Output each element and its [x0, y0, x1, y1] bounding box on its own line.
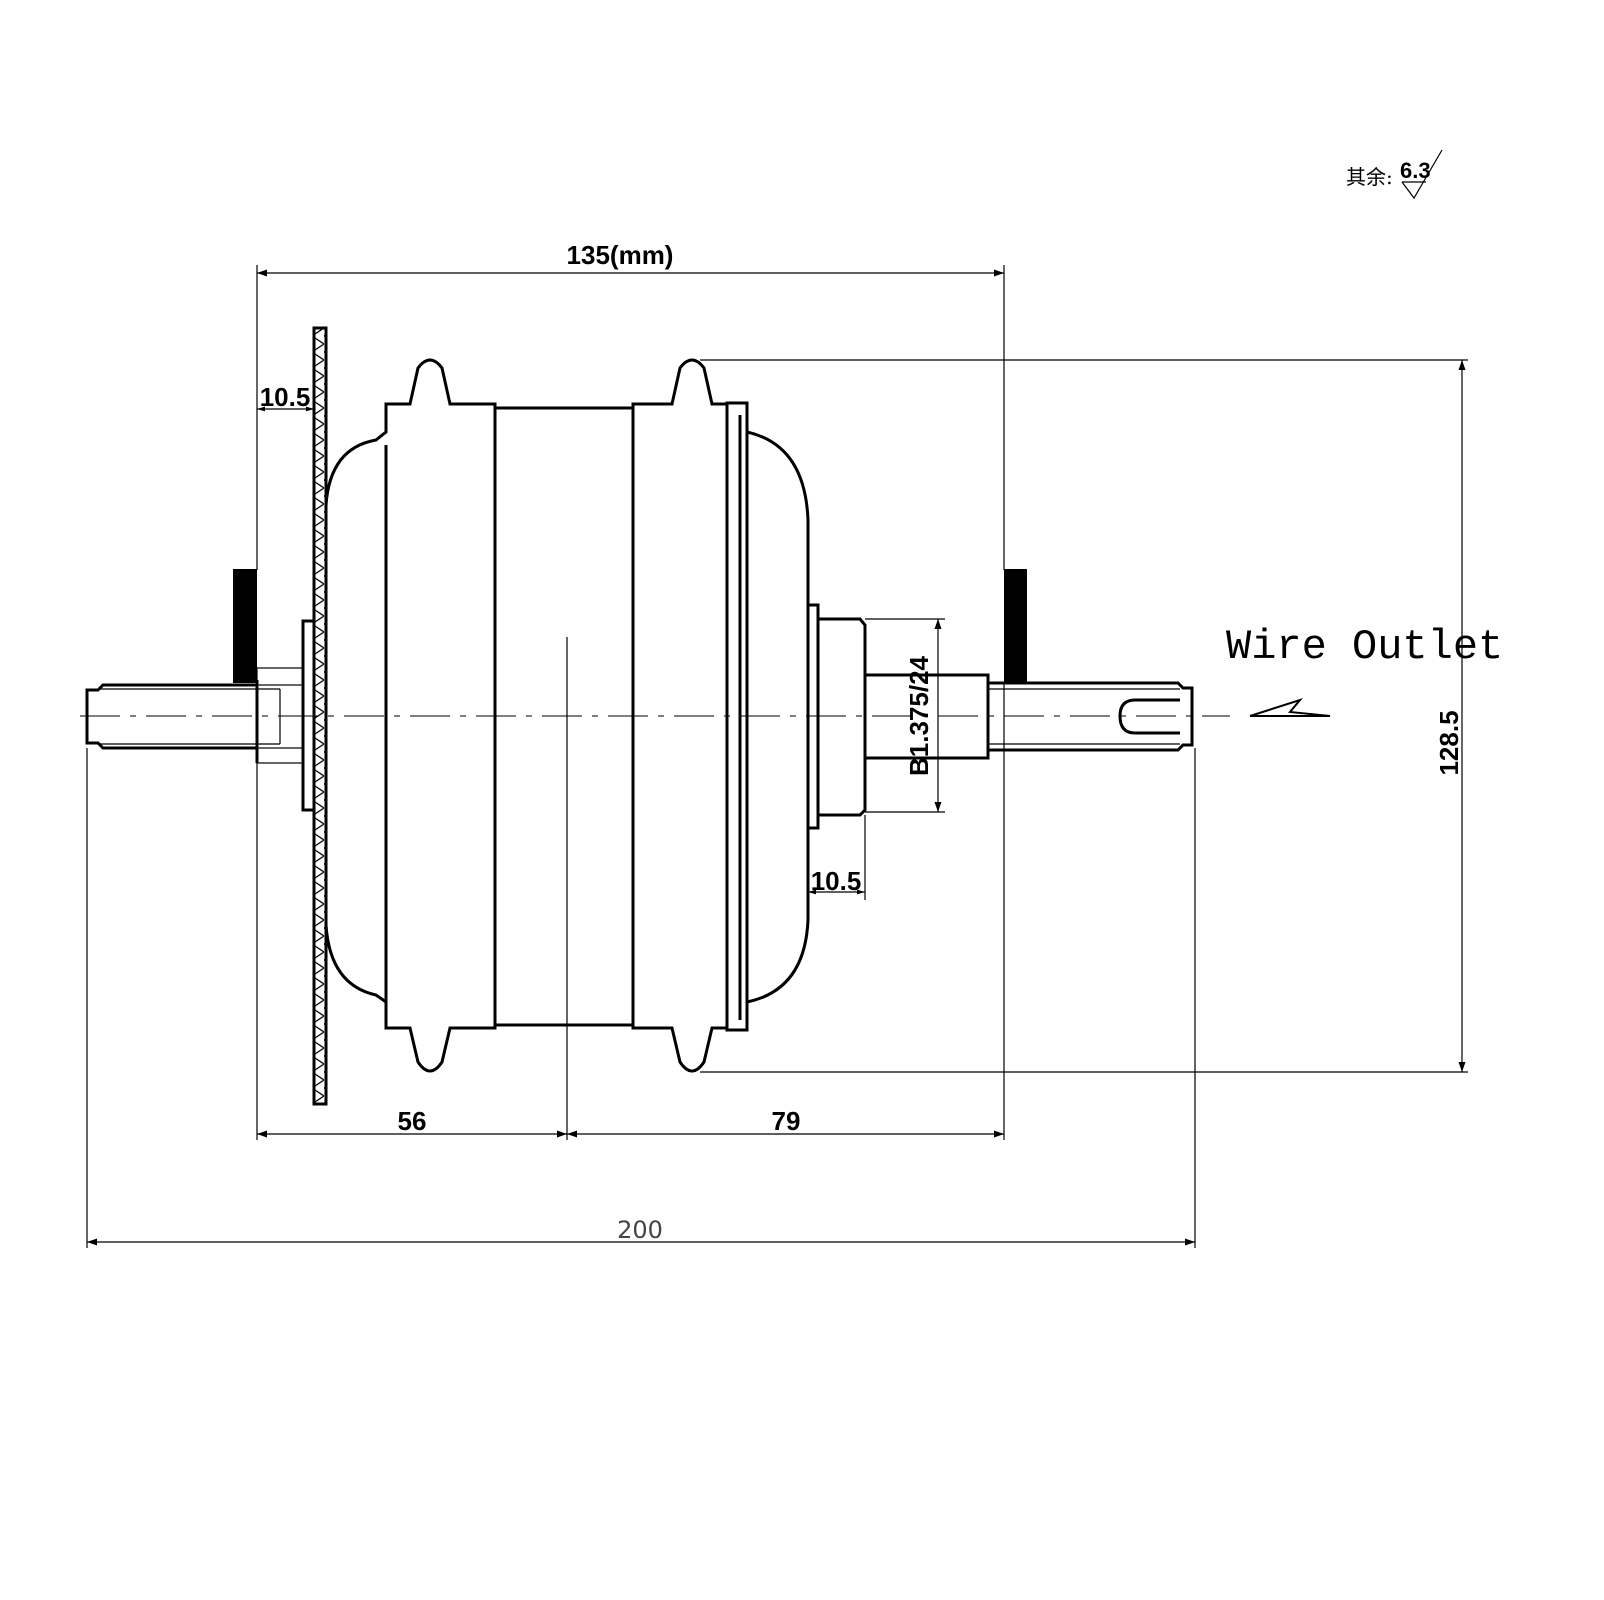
dim-center-to-right: 79 [772, 1106, 801, 1136]
left-lock-nut [233, 569, 257, 683]
left-axle [85, 667, 304, 764]
right-lock-nut [1004, 569, 1027, 683]
motor-body [324, 358, 810, 1073]
right-axle [806, 603, 1194, 830]
dim-thread-spec: B1.375/24 [904, 655, 934, 776]
dim-axle-length: 200 [617, 1216, 663, 1244]
dim-diameter: 128.5 [1434, 710, 1464, 775]
roughness-symbol-icon [1401, 149, 1443, 200]
dim-left-to-center: 56 [398, 1106, 427, 1136]
wire-outlet-arrow-icon [1249, 698, 1331, 717]
roughness-value: 6.3 [1400, 158, 1431, 183]
roughness-note: 其余: [1346, 165, 1393, 189]
dim-overall-width: 135(mm) [567, 240, 674, 270]
wire-outlet-label: Wire Outlet [1226, 623, 1503, 671]
brake-disc [312, 326, 328, 1106]
dim-left-offset: 10.5 [260, 382, 311, 412]
dim-right-offset: 10.5 [811, 866, 862, 896]
